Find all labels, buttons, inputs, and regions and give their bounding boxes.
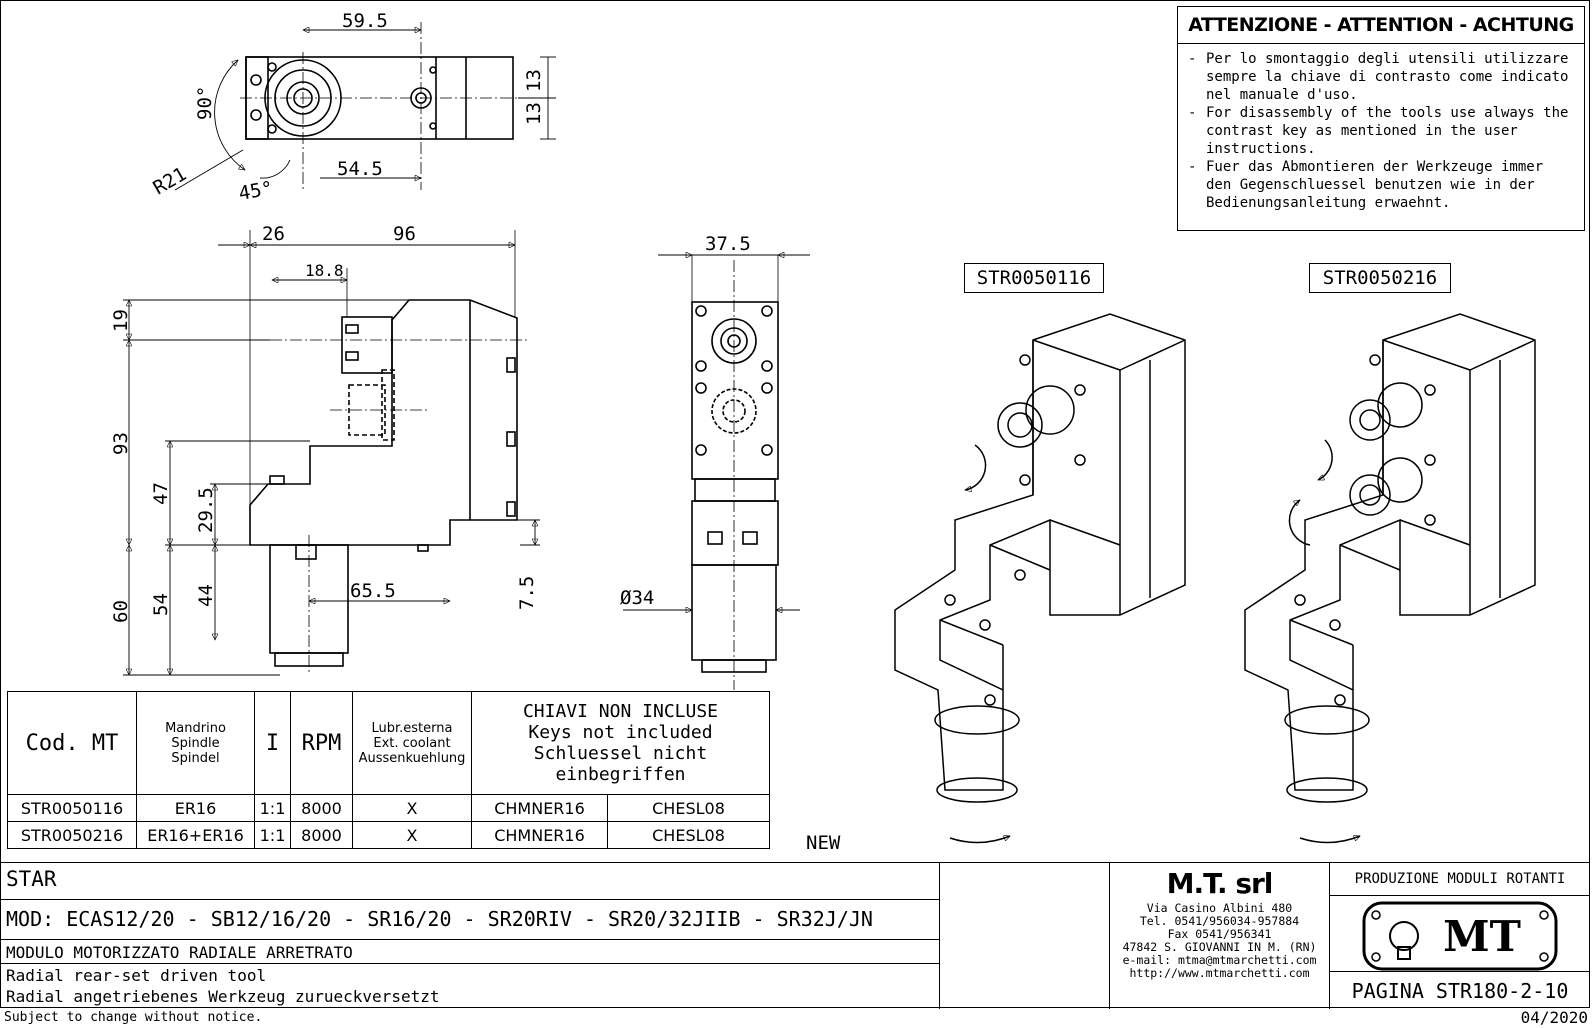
dim-90-deg: 90°: [194, 86, 216, 120]
cell-ratio: 1:1: [254, 821, 291, 849]
col-spindle-header: Mandrino Spindle Spindel: [136, 691, 255, 795]
cell-coolant: X: [352, 821, 472, 849]
spec-table: Cod. MT Mandrino Spindle Spindel I RPM L…: [7, 691, 770, 849]
iso-view-a: [894, 313, 1186, 844]
dim-54-5: 54.5: [337, 158, 383, 180]
cell-key2: CHESL08: [607, 794, 770, 822]
dim-93: 93: [110, 432, 132, 455]
new-label: NEW: [806, 832, 841, 854]
cell-rpm: 8000: [290, 794, 353, 822]
title-block: STAR MOD: ECAS12/20 - SB12/16/20 - SR16/…: [0, 862, 1590, 1009]
cell-spindle: ER16+ER16: [136, 821, 255, 849]
revision-date: 04/2020: [1520, 1008, 1588, 1027]
warning-list: Per lo smontaggio degli utensili utilizz…: [1178, 44, 1584, 212]
model-list: MOD: ECAS12/20 - SB12/16/20 - SR16/20 - …: [6, 907, 873, 931]
cell-ratio: 1:1: [254, 794, 291, 822]
dim-44: 44: [195, 584, 217, 607]
change-notice: Subject to change without notice.: [4, 1010, 263, 1025]
dim-60: 60: [110, 600, 132, 623]
cell-code: STR0050216: [7, 821, 137, 849]
description-it: MODULO MOTORIZZATO RADIALE ARRETRATO: [6, 943, 353, 962]
description-en: Radial rear-set driven tool: [6, 966, 267, 985]
logo-text: MT: [1443, 912, 1521, 961]
dim-7-5: 7.5: [516, 576, 538, 610]
dim-54: 54: [150, 593, 172, 616]
warning-line-en: For disassembly of the tools use always …: [1186, 104, 1576, 158]
warning-title: ATTENZIONE - ATTENTION - ACHTUNG: [1178, 7, 1584, 44]
table-row: STR0050116 ER16 1:1 8000 X CHMNER16 CHES…: [7, 794, 770, 822]
col-keys-header: CHIAVI NON INCLUSE Keys not included Sch…: [471, 691, 770, 795]
dim-18-8: 18.8: [305, 261, 344, 280]
cell-key1: CHMNER16: [471, 821, 608, 849]
company-address: Via Casino Albini 480 Tel. 0541/956034-9…: [1122, 901, 1317, 980]
view-code-b: STR0050216: [1309, 263, 1451, 293]
warning-line-de: Fuer das Abmontieren der Werkzeuge immer…: [1186, 158, 1576, 212]
dim-29-5: 29.5: [195, 487, 217, 533]
dim-13-a: 13: [523, 69, 545, 92]
description-de: Radial angetriebenes Werkzeug zurueckver…: [6, 987, 440, 1006]
col-coolant-header: Lubr.esterna Ext. coolant Aussenkuehlung: [352, 691, 472, 795]
cell-key2: CHESL08: [607, 821, 770, 849]
dim-59-5: 59.5: [342, 10, 388, 32]
front-view: [691, 301, 779, 673]
drawing-frame: [0, 0, 1590, 1008]
col-ratio-header: I: [254, 691, 291, 795]
dim-19: 19: [110, 309, 132, 332]
cell-spindle: ER16: [136, 794, 255, 822]
cell-coolant: X: [352, 794, 472, 822]
dim-37-5: 37.5: [705, 233, 751, 255]
brand-name: STAR: [6, 867, 57, 891]
title-block-description: STAR MOD: ECAS12/20 - SB12/16/20 - SR16/…: [0, 863, 940, 1009]
dim-26: 26: [262, 223, 285, 245]
production-block: PRODUZIONE MODULI ROTANTI MT PAGINA STR1…: [1330, 863, 1590, 1009]
view-code-a: STR0050116: [964, 263, 1104, 293]
col-rpm-header: RPM: [290, 691, 353, 795]
warning-box: ATTENZIONE - ATTENTION - ACHTUNG Per lo …: [1177, 6, 1585, 231]
dim-r21: R21: [150, 163, 191, 199]
mt-logo: MT: [1362, 901, 1558, 971]
col-code-header: Cod. MT: [7, 691, 137, 795]
dim-diameter-34: Ø34: [620, 587, 654, 609]
dim-13-b: 13: [523, 102, 545, 125]
cell-key1: CHMNER16: [471, 794, 608, 822]
top-view-centerlines: [240, 22, 520, 190]
cell-rpm: 8000: [290, 821, 353, 849]
dim-65-5: 65.5: [350, 580, 396, 602]
company-info: M.T. srl Via Casino Albini 480 Tel. 0541…: [1110, 863, 1330, 1009]
dim-47: 47: [150, 482, 172, 505]
table-row: STR0050216 ER16+ER16 1:1 8000 X CHMNER16…: [7, 821, 770, 849]
title-block-blank: [940, 863, 1110, 1009]
dim-96: 96: [393, 223, 416, 245]
side-view: [249, 299, 518, 667]
cell-code: STR0050116: [7, 794, 137, 822]
page-number: PAGINA STR180-2-10: [1330, 971, 1590, 1010]
production-label: PRODUZIONE MODULI ROTANTI: [1330, 863, 1590, 896]
warning-line-it: Per lo smontaggio degli utensili utilizz…: [1186, 50, 1576, 104]
iso-view-b: [1244, 313, 1536, 844]
company-name: M.T. srl: [1166, 867, 1274, 900]
dim-45-deg: 45°: [237, 177, 275, 205]
